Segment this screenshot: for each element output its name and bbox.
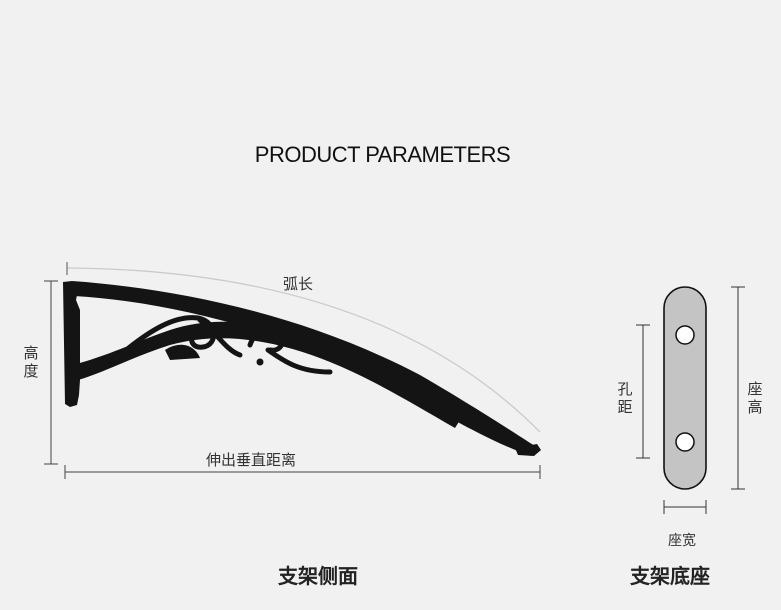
extension-dimension-line	[64, 465, 541, 479]
side-view-caption: 支架侧面	[278, 564, 358, 588]
height-dimension-line	[44, 280, 58, 465]
hole-spacing-dimension-line	[636, 324, 650, 459]
arc-length-label: 弧长	[283, 275, 314, 293]
height-label: 高度	[23, 344, 39, 380]
bracket-side-view	[63, 281, 541, 456]
base-height-dimension-line	[731, 286, 745, 490]
base-view-caption: 支架底座	[630, 564, 710, 588]
base-width-label: 座宽	[668, 533, 696, 549]
extension-label: 伸出垂直距离	[206, 451, 297, 469]
base-height-label: 座高	[747, 380, 763, 416]
upper-mounting-hole	[675, 325, 695, 345]
page-title: PRODUCT PARAMETERS	[254, 142, 511, 167]
base-width-dimension-line	[663, 500, 707, 514]
lower-mounting-hole	[675, 432, 695, 452]
arc-length-line	[66, 267, 541, 433]
bracket-base-plate	[663, 286, 707, 490]
hole-spacing-label: 孔距	[617, 380, 633, 416]
